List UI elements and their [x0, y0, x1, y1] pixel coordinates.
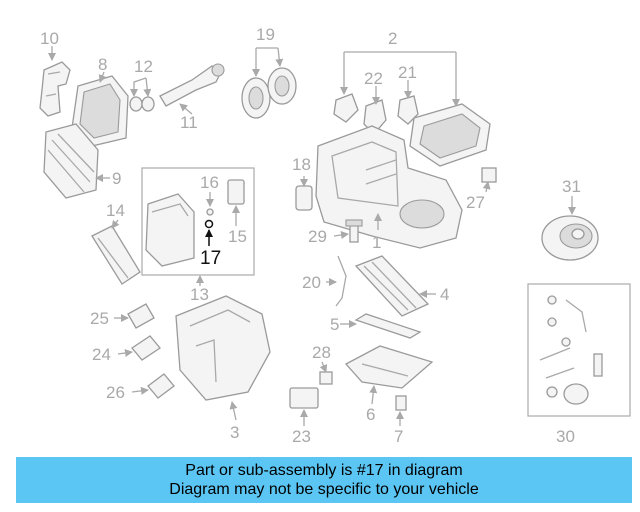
- callout-12: 12: [134, 57, 153, 76]
- callout-17-highlighted: 17: [200, 248, 221, 269]
- callout-25: 25: [90, 309, 109, 328]
- callout-26: 26: [106, 383, 125, 402]
- info-banner: Part or sub-assembly is #17 in diagram D…: [16, 457, 632, 503]
- callout-10: 10: [40, 29, 59, 48]
- part-17-clip-highlighted: [204, 219, 214, 229]
- part-14-filter: [91, 225, 141, 285]
- part-20-hose: [335, 255, 347, 307]
- callout-13: 13: [190, 285, 209, 304]
- part-7-screw: [395, 395, 407, 411]
- part-29-screw: [345, 219, 363, 243]
- callout-20: 20: [302, 273, 321, 292]
- assembly-box-30: [527, 283, 631, 417]
- part-15-resistor: [227, 179, 245, 205]
- callout-7: 7: [394, 427, 403, 446]
- banner-line-1: Part or sub-assembly is #17 in diagram: [185, 462, 463, 479]
- part-13-case: [145, 193, 195, 267]
- callout-14: 14: [106, 201, 125, 220]
- callout-19: 19: [256, 25, 275, 44]
- part-24-bracket: [131, 335, 161, 361]
- banner-line-2: Diagram may not be specific to your vehi…: [169, 481, 479, 498]
- part-30-blower-kit: [539, 295, 603, 405]
- callout-5: 5: [330, 315, 339, 334]
- part-2-actuators: [333, 93, 491, 167]
- part-26-bracket: [147, 373, 175, 399]
- callout-3: 3: [230, 423, 239, 442]
- callout-15: 15: [228, 227, 247, 246]
- callout-21: 21: [398, 63, 417, 82]
- part-25-bracket: [127, 303, 155, 329]
- part-6-panel: [344, 345, 434, 389]
- part-3-lower-case: [175, 295, 271, 401]
- callout-9: 9: [112, 169, 121, 188]
- part-4-filter-element: [354, 255, 430, 317]
- callout-28: 28: [312, 343, 331, 362]
- callout-24: 24: [92, 345, 111, 364]
- callout-23: 23: [292, 427, 311, 446]
- callout-4: 4: [440, 285, 449, 304]
- callout-6: 6: [366, 405, 375, 424]
- callout-30: 30: [556, 427, 575, 446]
- callout-11: 11: [180, 113, 198, 132]
- callout-1: 1: [372, 233, 381, 252]
- part-27-clip: [481, 167, 497, 183]
- callout-31: 31: [562, 177, 581, 196]
- callout-18: 18: [292, 155, 311, 174]
- part-9-evaporator: [43, 123, 99, 199]
- callout-29: 29: [308, 227, 327, 246]
- part-10-bracket: [39, 61, 71, 117]
- part-19-gaskets: [241, 67, 297, 119]
- callout-16: 16: [200, 173, 219, 192]
- callout-27: 27: [466, 193, 485, 212]
- part-23-module: [289, 387, 319, 409]
- parts-diagram: 10 8 12 19 2 22 21 11 9 18 16 31 27 14 1…: [39, 25, 631, 446]
- leader-lines: [48, 46, 576, 426]
- part-18-sensor: [295, 185, 313, 211]
- part-16-bolt: [206, 208, 214, 216]
- callout-8: 8: [98, 55, 107, 74]
- callout-22: 22: [364, 69, 383, 88]
- part-5-seal: [354, 313, 422, 339]
- part-28-clip: [319, 371, 333, 385]
- callout-2: 2: [388, 29, 397, 48]
- part-31-blower-motor: [541, 215, 599, 261]
- part-1-main-housing: [315, 125, 463, 249]
- part-11-pipe: [159, 63, 225, 107]
- part-12-o-rings: [129, 96, 155, 112]
